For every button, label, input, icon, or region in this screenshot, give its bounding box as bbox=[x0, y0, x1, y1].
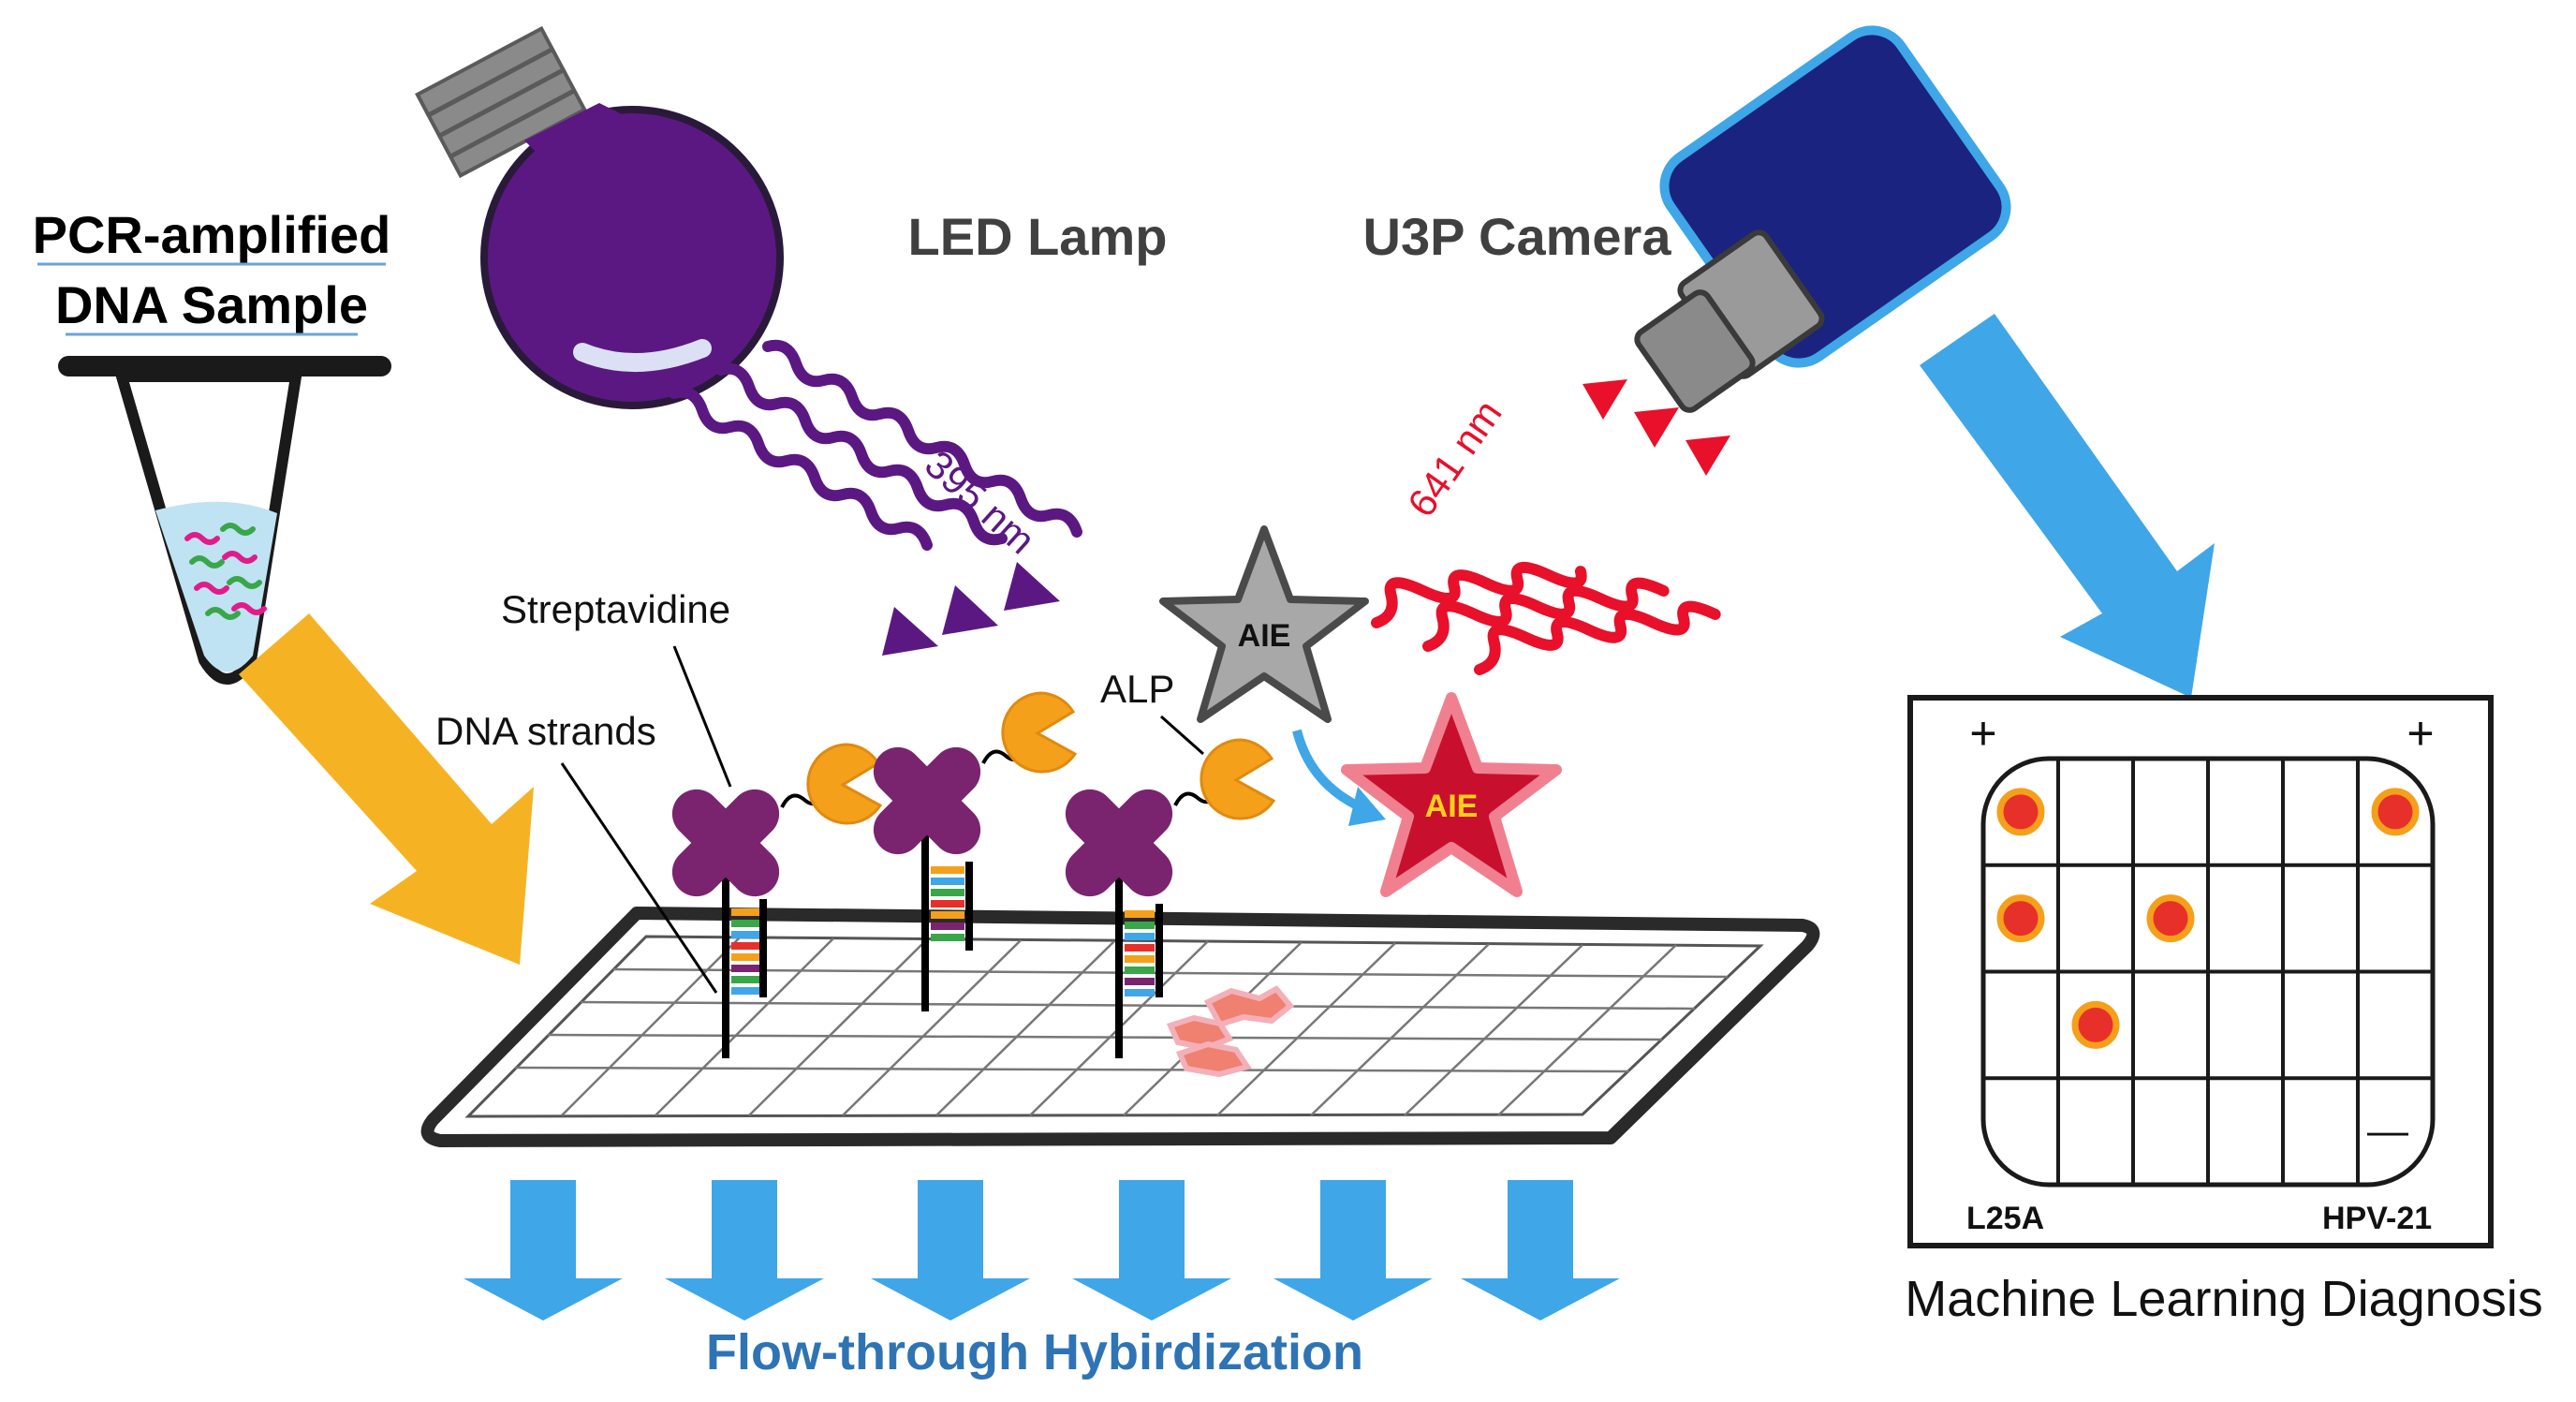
alp-leader bbox=[1160, 715, 1204, 756]
emission-arrowheads bbox=[1582, 379, 1730, 476]
probe-assembly-3 bbox=[1065, 738, 1276, 1058]
positive-spot bbox=[2146, 894, 2195, 943]
lamp-label: LED Lamp bbox=[908, 207, 1168, 266]
flow-label: Flow-through Hybirdization bbox=[706, 1324, 1363, 1380]
camera-lens-inner bbox=[1634, 289, 1756, 413]
diagnosis-spots bbox=[1996, 788, 2420, 1049]
pcr-tube bbox=[58, 356, 391, 685]
aie-star-red bbox=[1341, 692, 1562, 897]
lamp-bulb bbox=[480, 106, 784, 409]
base-pairs-2 bbox=[931, 866, 964, 941]
streptavidine-2 bbox=[873, 746, 981, 855]
alp-enzyme-3 bbox=[1200, 738, 1276, 820]
lamp-threads bbox=[427, 47, 576, 159]
alp-enzyme-2 bbox=[1001, 691, 1078, 774]
diagnosis-panel bbox=[1907, 695, 2494, 1248]
base-pairs-1 bbox=[731, 908, 759, 995]
lamp-neck bbox=[524, 103, 655, 187]
membrane-grid-rows bbox=[514, 967, 1729, 1073]
camera-label: U3P Camera bbox=[1363, 207, 1672, 266]
excitation-waves bbox=[669, 339, 1082, 551]
plus-mark-right: + bbox=[2407, 707, 2434, 760]
blue-arrow-to-diagnosis bbox=[1920, 314, 2215, 698]
excitation-arrowheads bbox=[882, 562, 1060, 656]
plus-mark-left: + bbox=[1969, 707, 1996, 760]
yellow-arrow bbox=[239, 613, 534, 965]
sample-label-line2: DNA Sample bbox=[55, 275, 368, 334]
aie-precipitate bbox=[1166, 985, 1295, 1078]
ml-label: Machine Learning Diagnosis bbox=[1905, 1271, 2542, 1327]
membrane-grid-cols bbox=[561, 937, 1677, 1116]
streptavidine-leader bbox=[672, 645, 732, 788]
alp-label: ALP bbox=[1100, 667, 1174, 711]
emission-waves bbox=[1371, 561, 1721, 675]
tube-liquid bbox=[155, 501, 277, 672]
led-lamp bbox=[415, 25, 784, 409]
aie-star-gray bbox=[1159, 525, 1369, 723]
streptavidine-3 bbox=[1065, 789, 1173, 897]
positive-spot bbox=[2071, 1000, 2120, 1049]
corner-label-right: HPV-21 bbox=[2322, 1201, 2432, 1236]
streptavidine-label: Streptavidine bbox=[501, 587, 730, 631]
aie-gray-label: AIE bbox=[1238, 618, 1291, 654]
lamp-highlight bbox=[573, 339, 712, 372]
emission-wavelength: 641 nm bbox=[1399, 391, 1510, 524]
positive-spot bbox=[1996, 788, 2045, 836]
positive-spot bbox=[2371, 788, 2420, 836]
probe-assembly-2 bbox=[873, 691, 1078, 1011]
membrane-inner bbox=[464, 935, 1764, 1118]
diagnosis-grid-lines bbox=[1983, 759, 2433, 1185]
corner-label-left: L25A bbox=[1966, 1201, 2044, 1236]
alp-enzyme-1 bbox=[806, 743, 883, 825]
positive-spot bbox=[1996, 894, 2045, 943]
dna-strands-label: DNA strands bbox=[435, 709, 656, 753]
probe-assembly-1 bbox=[671, 743, 883, 1058]
dna-strands-leader bbox=[560, 762, 718, 994]
u3p-camera bbox=[1634, 25, 2011, 413]
dna-squiggles bbox=[184, 523, 267, 620]
sample-label-line1: PCR-amplified bbox=[33, 205, 391, 264]
base-pairs-3 bbox=[1125, 910, 1155, 996]
aie-red-label: AIE bbox=[1425, 789, 1479, 824]
streptavidine-1 bbox=[671, 789, 780, 897]
minus-mark: — bbox=[2367, 1108, 2408, 1154]
flow-arrows bbox=[464, 1180, 1620, 1321]
